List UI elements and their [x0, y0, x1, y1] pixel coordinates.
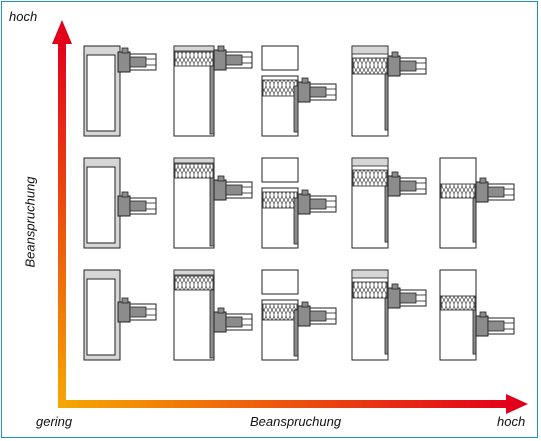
profile-drawing: [261, 269, 337, 361]
profile-drawing: [439, 157, 515, 249]
y-axis-high-label: hoch: [9, 9, 38, 24]
profile-drawing: [173, 157, 253, 249]
profile-drawing: [83, 269, 157, 361]
profile-drawing: [261, 45, 337, 137]
profile-drawing: [261, 157, 337, 249]
profile-drawing: [173, 269, 253, 361]
x-axis-label: Beanspruchung: [250, 414, 342, 429]
y-axis-arrow: [58, 40, 66, 408]
profile-grid: [83, 45, 515, 361]
profile-drawing: [83, 157, 157, 249]
x-axis-high-label: hoch: [497, 414, 526, 429]
profile-drawing: [351, 45, 427, 137]
profile-drawing: [173, 45, 253, 137]
profile-drawing: [351, 157, 427, 249]
origin-low-label: gering: [36, 414, 73, 429]
y-axis-label: Beanspruchung: [22, 176, 38, 268]
x-axis-arrowhead: [506, 394, 528, 414]
y-axis-arrowhead: [52, 20, 72, 44]
profile-drawing: [83, 45, 157, 137]
axes: [52, 20, 528, 414]
profile-drawing: [439, 269, 515, 361]
profile-drawing: [351, 269, 427, 361]
x-axis-arrow: [58, 400, 510, 408]
